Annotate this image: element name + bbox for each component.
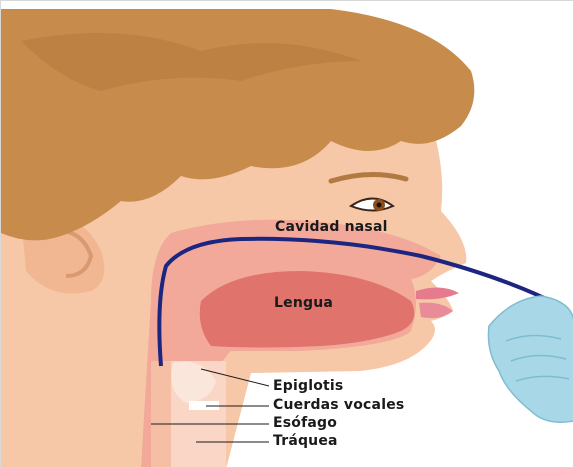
label-vocal-cords: Cuerdas vocales: [273, 397, 404, 413]
label-epiglottis: Epiglotis: [273, 378, 343, 394]
gloved-hand: [488, 296, 574, 422]
label-nasal-cavity: Cavidad nasal: [275, 219, 388, 235]
eye-pupil: [377, 203, 382, 208]
label-trachea: Tráquea: [273, 433, 338, 449]
label-tongue: Lengua: [274, 295, 333, 311]
upper-lip: [416, 287, 459, 299]
label-esophagus: Esófago: [273, 415, 337, 431]
